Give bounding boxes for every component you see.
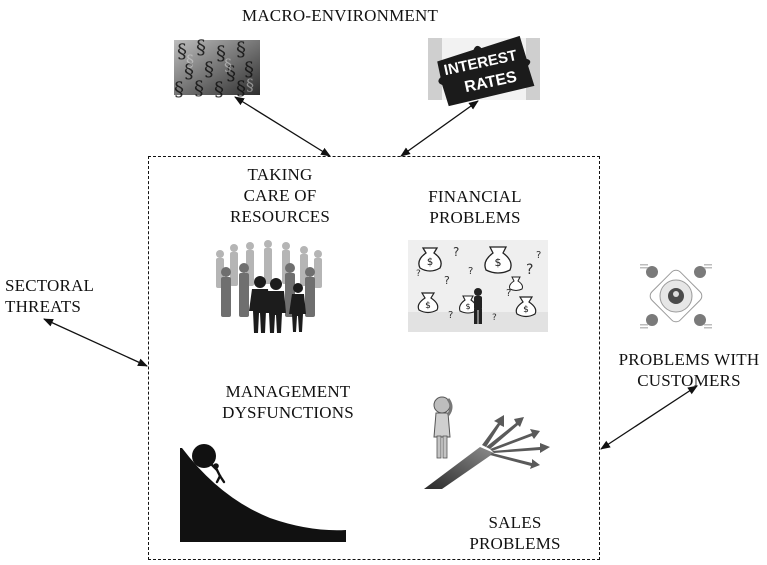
law-paragraphs-image: §§§§ §§§§ §§§§ §§§	[174, 35, 260, 101]
svg-text:?: ?	[492, 313, 497, 323]
customers-label: PROBLEMS WITH CUSTOMERS	[614, 349, 764, 391]
svg-text:§: §	[184, 59, 194, 83]
svg-text:§: §	[204, 57, 214, 81]
management-label: MANAGEMENT DYSFUNCTIONS	[213, 381, 363, 423]
svg-text:§: §	[196, 35, 206, 59]
svg-text:?: ?	[416, 269, 421, 279]
interest-rates-image: INTEREST RATES	[428, 35, 540, 107]
money-bags: $ $ $ $ $	[417, 246, 537, 318]
svg-text:?: ?	[526, 262, 533, 278]
svg-text:§: §	[236, 37, 246, 61]
svg-text:?: ?	[444, 274, 450, 287]
company-boundary-box	[148, 156, 600, 560]
svg-text:§: §	[244, 57, 254, 81]
management-line-1: MANAGEMENT	[225, 382, 351, 401]
customers-line-2: CUSTOMERS	[637, 371, 741, 390]
svg-text:§: §	[236, 76, 246, 100]
sectoral-threats-label: SECTORAL THREATS	[5, 275, 94, 317]
svg-text:$: $	[523, 305, 529, 315]
svg-text:§: §	[246, 75, 254, 94]
svg-text:§: §	[194, 76, 204, 100]
arrow-rates-to-box	[400, 100, 479, 157]
sales-line-1: SALES	[488, 513, 542, 532]
svg-text:?: ?	[506, 288, 511, 299]
svg-text:§: §	[226, 61, 236, 85]
arrow-law-to-box	[234, 96, 331, 157]
financial-problems-image: $ $ $ $ $ ? ? ?	[408, 240, 548, 332]
arrow-sectoral-to-box	[43, 318, 148, 367]
svg-text:$: $	[425, 301, 431, 311]
pushing-man	[209, 462, 226, 484]
svg-text:§: §	[186, 51, 194, 70]
sales-label: SALES PROBLEMS	[465, 512, 565, 554]
sales-line-2: PROBLEMS	[469, 534, 561, 553]
macro-environment-text: MACRO-ENVIRONMENT	[242, 6, 439, 25]
svg-text:§: §	[174, 77, 184, 101]
financial-label: FINANCIAL PROBLEMS	[420, 186, 530, 228]
thinking-man	[474, 288, 482, 324]
financial-line-2: PROBLEMS	[429, 208, 521, 227]
customer-circle-image	[640, 264, 712, 329]
svg-text:?: ?	[468, 266, 473, 277]
boulder-on-slope-image	[180, 444, 346, 542]
customers-line-1: PROBLEMS WITH	[618, 350, 760, 369]
svg-text:$: $	[495, 256, 502, 269]
financial-line-1: FINANCIAL	[428, 187, 522, 206]
sectoral-line-2: THREATS	[5, 297, 82, 316]
svg-text:§: §	[216, 41, 226, 65]
svg-text:?: ?	[536, 250, 541, 261]
management-line-2: DYSFUNCTIONS	[222, 403, 354, 422]
svg-text:?: ?	[448, 310, 453, 321]
resources-line-2: CARE OF	[243, 186, 317, 205]
sectoral-line-1: SECTORAL	[5, 276, 95, 295]
resources-line-1: TAKING	[247, 165, 313, 184]
svg-text:§: §	[177, 39, 187, 63]
arrow-customers-to-box	[600, 385, 698, 450]
resources-label: TAKING CARE OF RESOURCES	[225, 164, 335, 227]
svg-text:$: $	[427, 257, 433, 268]
svg-text:§: §	[214, 77, 224, 101]
svg-text:$: $	[465, 302, 470, 311]
crossroads-arrows-image	[424, 396, 550, 489]
question-marks: ? ? ? ? ? ? ? ? ?	[416, 245, 541, 323]
macro-environment-label: MACRO-ENVIRONMENT	[242, 5, 438, 26]
resources-line-3: RESOURCES	[229, 207, 331, 226]
crowd-of-people-image	[216, 240, 322, 333]
confused-figure	[433, 396, 453, 459]
svg-text:?: ?	[453, 245, 459, 259]
svg-text:§: §	[224, 55, 232, 74]
